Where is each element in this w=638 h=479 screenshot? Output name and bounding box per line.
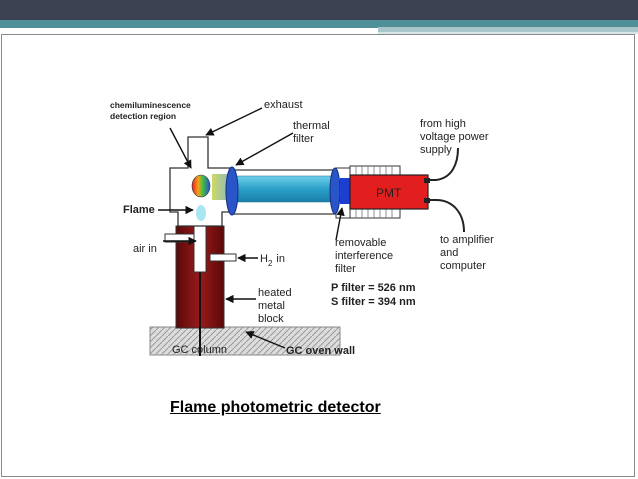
label-block: block xyxy=(258,313,284,325)
flame-icon xyxy=(191,174,211,198)
h2-inlet-pipe xyxy=(209,253,237,262)
label-interference: interference xyxy=(335,250,393,262)
arrow-oven-wall xyxy=(245,330,286,349)
arrow-chemi xyxy=(169,127,192,169)
content-frame xyxy=(1,34,635,477)
gc-oven-wall xyxy=(149,326,341,356)
label-chemiluminescence: chemiluminescence xyxy=(110,100,191,110)
pmt-label: PMT xyxy=(376,186,402,200)
label-filter: filter xyxy=(335,263,356,275)
label-s-filter: S filter = 394 nm xyxy=(331,296,416,308)
label-heated: heated xyxy=(258,287,292,299)
jet-tube xyxy=(193,221,207,273)
light-beam xyxy=(235,175,333,203)
arrow-thermal xyxy=(235,132,294,166)
label-from-high: from high xyxy=(420,118,466,130)
label-computer: computer xyxy=(440,260,486,272)
interference-filter xyxy=(340,178,350,204)
label-exhaust: exhaust xyxy=(264,99,303,111)
pmt-icon xyxy=(349,174,429,210)
jet-flame xyxy=(196,205,206,221)
label-metal: metal xyxy=(258,300,285,312)
label-and: and xyxy=(440,247,458,259)
label-gc-oven-wall: GC oven wall xyxy=(286,345,355,357)
signal-cable-icon xyxy=(428,199,465,233)
header-band xyxy=(0,0,638,34)
label-flame: Flame xyxy=(123,204,155,216)
label-supply: supply xyxy=(420,144,452,156)
hv-cable-icon xyxy=(428,147,459,181)
thermal-filter-lens-icon xyxy=(225,166,239,216)
label-p-filter: P filter = 526 nm xyxy=(331,282,416,294)
interference-filter-lens-icon xyxy=(329,167,341,215)
arrow-exhaust xyxy=(205,107,263,136)
arrow-filter xyxy=(335,207,345,241)
label-removable: removable xyxy=(335,237,386,249)
label-air-in: air in xyxy=(133,243,157,255)
label-gc-column: GC column xyxy=(172,344,227,356)
label-thermal: thermal xyxy=(293,120,330,132)
label-detection-region: detection region xyxy=(110,111,176,121)
label-voltage-power: voltage power xyxy=(420,131,489,143)
figure-caption: Flame photometric detector xyxy=(170,399,381,416)
label-to-amplifier: to amplifier xyxy=(440,234,494,246)
label-thermal-filter: filter xyxy=(293,133,314,145)
